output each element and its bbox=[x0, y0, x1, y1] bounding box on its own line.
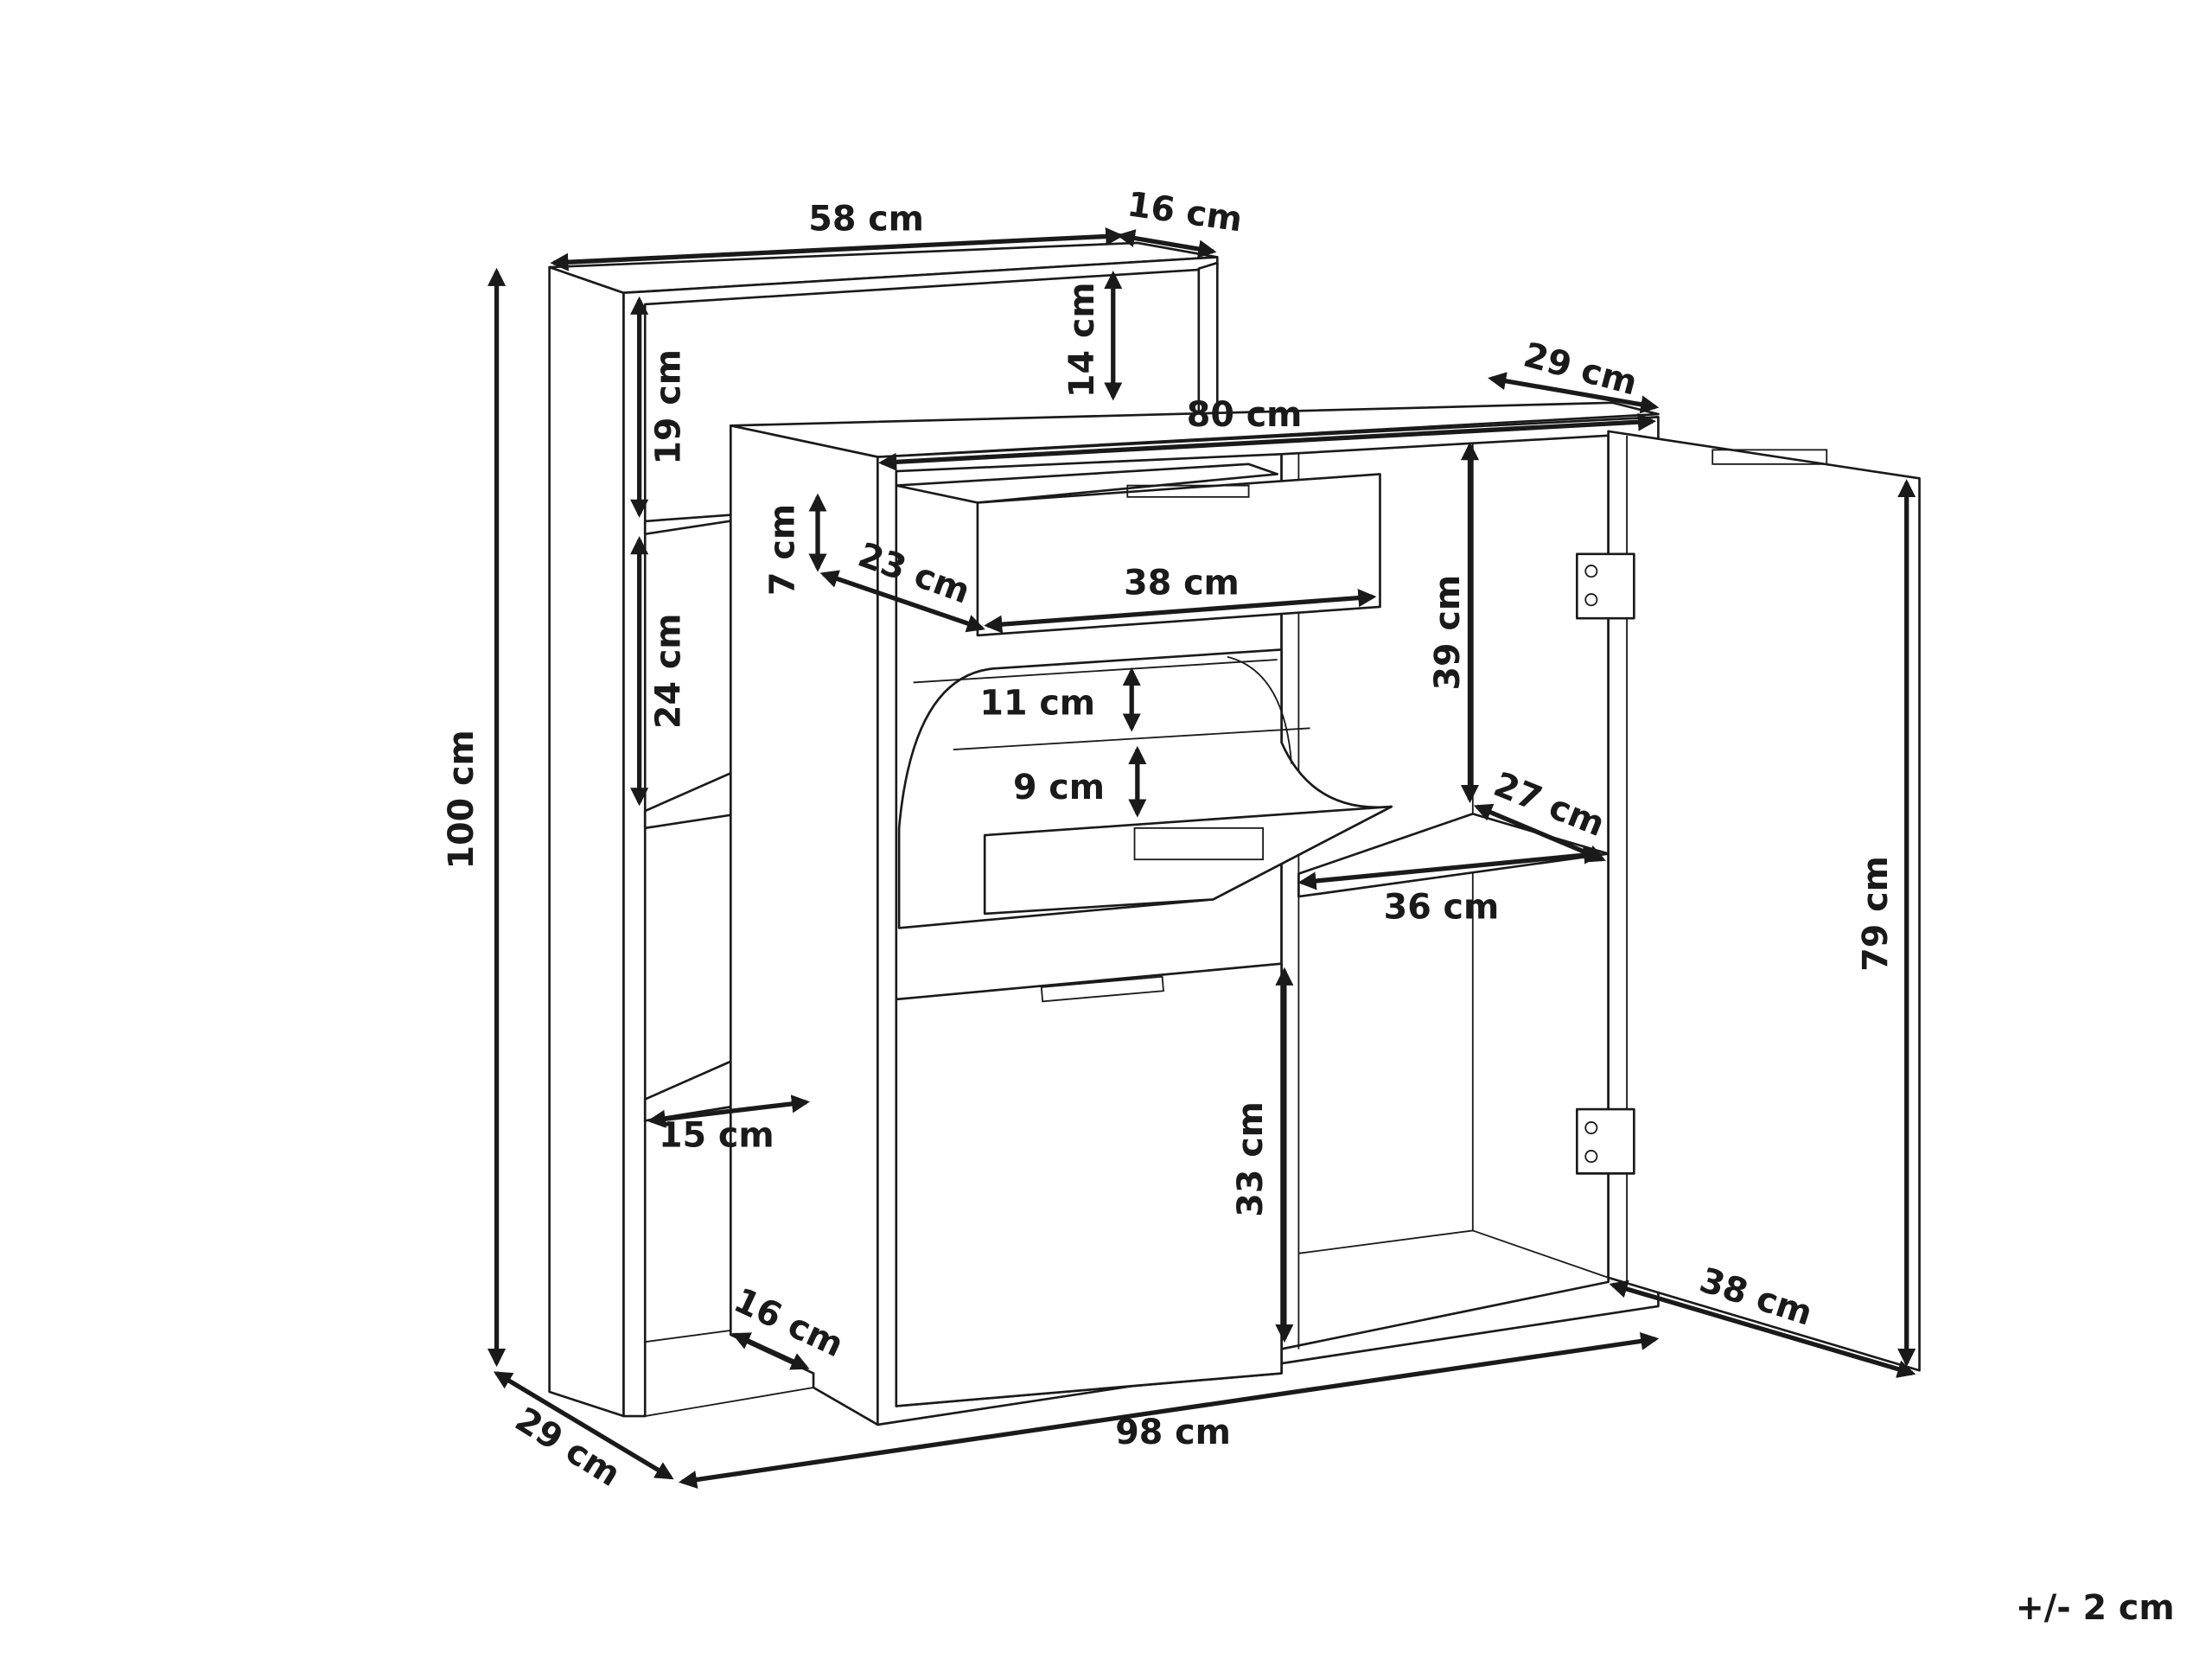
label-top-shelf-width: 58 cm bbox=[808, 200, 924, 239]
label-total-height: 100 cm bbox=[442, 730, 481, 869]
hinge-icon bbox=[1575, 552, 1635, 620]
open-door bbox=[1575, 430, 1921, 1372]
label-upper-left-height: 19 cm bbox=[648, 349, 688, 465]
label-side-shelf-width: 15 cm bbox=[659, 1116, 775, 1156]
label-drawer-height: 7 cm bbox=[763, 504, 803, 596]
label-middle-left-height: 24 cm bbox=[648, 613, 688, 729]
label-door-height: 79 cm bbox=[1856, 856, 1896, 972]
label-right-shelf-width: 36 cm bbox=[1384, 887, 1500, 927]
label-lower-door-height: 33 cm bbox=[1231, 1101, 1271, 1217]
label-top-shelf-depth: 16 cm bbox=[1125, 184, 1245, 239]
label-total-width: 98 cm bbox=[1115, 1413, 1231, 1452]
hinge-icon bbox=[1575, 1107, 1635, 1175]
label-rack-lower-height: 9 cm bbox=[1013, 768, 1105, 807]
label-drawer-width: 38 cm bbox=[1124, 564, 1240, 603]
label-cabinet-width: 80 cm bbox=[1187, 395, 1303, 435]
label-rack-upper-height: 11 cm bbox=[979, 683, 1095, 723]
label-top-niche-height: 14 cm bbox=[1062, 282, 1102, 398]
label-right-compartment-height: 39 cm bbox=[1428, 575, 1468, 691]
dimension-arrows bbox=[487, 227, 1916, 1489]
tolerance-note: +/- 2 cm bbox=[2016, 1588, 2175, 1628]
lower-door bbox=[895, 962, 1283, 1407]
